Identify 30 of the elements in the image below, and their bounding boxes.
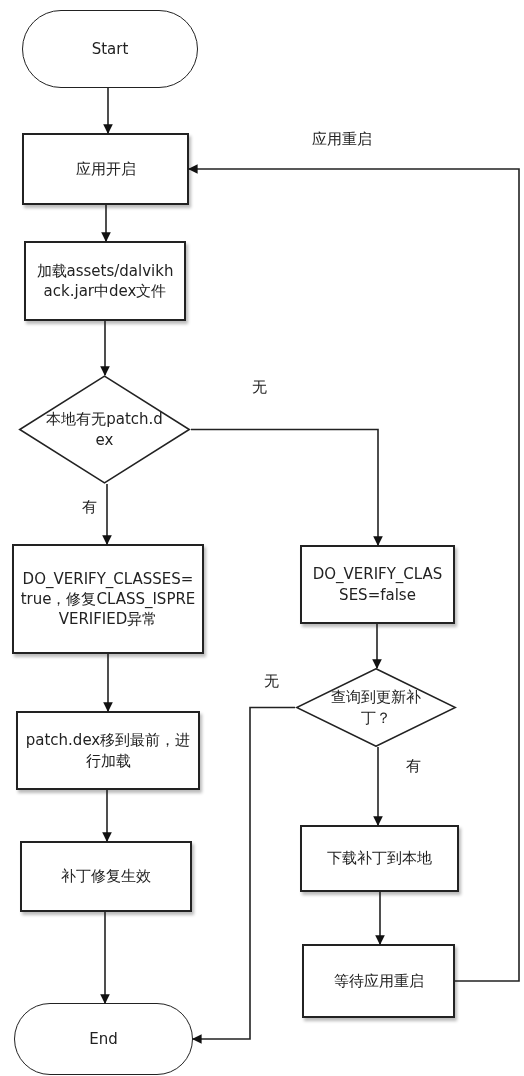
process-box: patch.dex移到最前，进行加载 [16,711,200,790]
process-box: DO_VERIFY_CLASSES=false [300,545,455,624]
terminal-shape: Start [22,10,198,88]
process-box: 加载assets/dalvikhack.jar中dex文件 [24,241,186,321]
arrow [103,653,113,712]
arrow [101,204,111,242]
arrow [372,623,382,669]
edge-label: 无 [262,672,281,690]
terminal-shape: End [14,1003,193,1075]
arrow [100,320,110,376]
arrow [192,706,296,1044]
process-box: 应用开启 [22,133,189,205]
edge-label: 有 [80,498,99,516]
edge-label: 有 [404,757,423,775]
arrow [190,428,383,546]
arrow [103,87,113,134]
arrow [373,746,383,826]
arrow [100,911,110,1004]
process-box: 等待应用重启 [302,944,455,1018]
edge-label: 无 [250,378,269,396]
decision-diamond: 本地有无patch.dex [18,375,191,484]
arrow [188,164,520,982]
arrow [102,789,112,842]
decision-diamond: 查询到更新补丁？ [295,668,457,747]
arrow [102,483,112,545]
edge-label: 应用重启 [310,130,374,148]
process-box: DO_VERIFY_CLASSES=true，修复CLASS_ISPREVERIFIED异常 [12,544,204,654]
process-box: 补丁修复生效 [20,841,192,912]
process-box: 下载补丁到本地 [300,825,459,892]
arrow [375,891,385,945]
